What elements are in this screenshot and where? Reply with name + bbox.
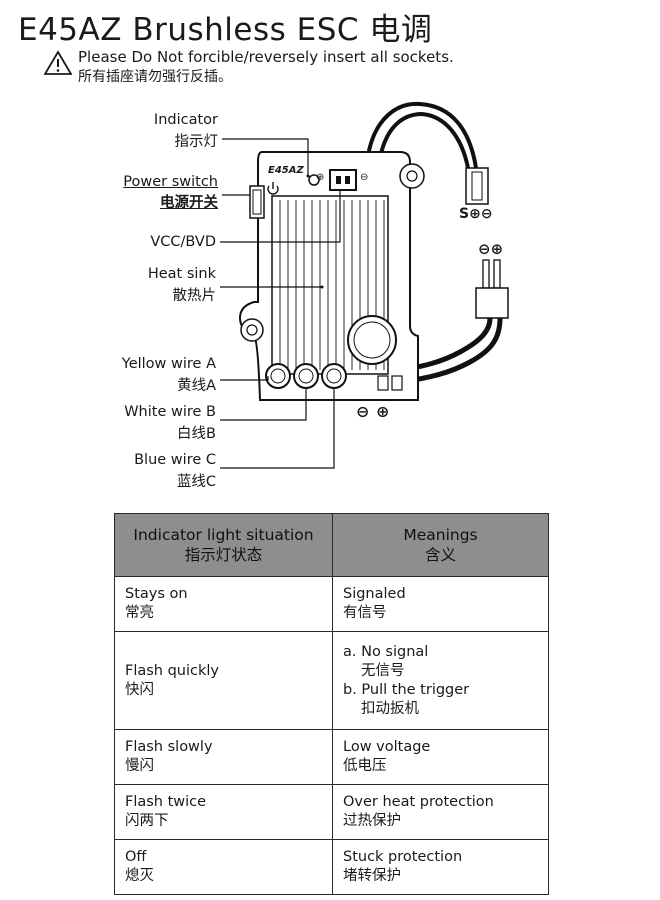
esc-diagram [220, 101, 509, 469]
page-title: E45AZ Brushless ESC 电调 [18, 12, 433, 48]
heat-sink-label-en: Heat sink [147, 266, 216, 282]
indicator-led [308, 174, 320, 186]
indicator-label-en: Indicator [153, 112, 218, 128]
state-cell: Stays on 常亮 [114, 576, 333, 632]
state-cell: Flash twice 闪两下 [114, 784, 333, 840]
motor-sockets [265, 363, 347, 389]
leader-lines [220, 138, 341, 469]
warning-text-en: Please Do Not forcible/reversely insert … [78, 48, 454, 66]
table-header-meaning: Meanings 含义 [332, 513, 549, 577]
state-cell: Flash slowly 慢闪 [114, 729, 333, 785]
board-minus-symbol: ⊖ [360, 172, 369, 183]
blue-wire-label-en: Blue wire C [134, 452, 216, 468]
meaning-cell: a. No signal 无信号 b. Pull the trigger 扣动扳… [332, 631, 549, 730]
blue-wire-label-zh: 蓝线C [176, 474, 216, 490]
table-row: Flash slowly 慢闪 Low voltage 低电压 [114, 729, 549, 785]
state-cell: Off 熄灭 [114, 839, 333, 895]
table-header-row: Indicator light situation 指示灯状态 Meanings… [114, 513, 549, 577]
table-row: Flash twice 闪两下 Over heat protection 过热保… [114, 784, 549, 840]
signal-cable [366, 101, 478, 170]
table-row: Off 熄灭 Stuck protection 堵转保护 [114, 839, 549, 895]
signal-connector [465, 167, 489, 205]
yellow-wire-label-en: Yellow wire A [121, 356, 216, 372]
board-plus-symbol: ⊕ [316, 172, 325, 183]
meaning-cell: Stuck protection 堵转保护 [332, 839, 549, 895]
indicator-table: Indicator light situation 指示灯状态 Meanings… [114, 513, 549, 895]
meaning-cell: Signaled 有信号 [332, 576, 549, 632]
heat-sink-label-zh: 散热片 [172, 288, 217, 304]
yellow-wire-label-zh: 黄线A [177, 378, 216, 394]
table-header-state: Indicator light situation 指示灯状态 [114, 513, 333, 577]
battery-minus-symbol: ⊖ [356, 402, 370, 421]
board-label: E45AZ [268, 165, 304, 176]
state-cell: Flash quickly 快闪 [114, 631, 333, 730]
warning-triangle-icon [44, 50, 72, 75]
power-switch-label-en: Power switch [123, 174, 218, 190]
meaning-cell: Low voltage 低电压 [332, 729, 549, 785]
power-switch-label-zh: 电源开关 [160, 195, 218, 211]
vcc-socket [329, 169, 357, 191]
white-wire-label-zh: 白线B [177, 426, 216, 442]
battery-plus-symbol: ⊕ [376, 402, 390, 421]
power-symbol-icon [267, 182, 279, 195]
table-row: Stays on 常亮 Signaled 有信号 [114, 576, 549, 632]
vcc-label: VCC/BVD [150, 234, 216, 250]
warning-text-zh: 所有插座请勿强行反插。 [78, 69, 232, 85]
indicator-label-zh: 指示灯 [174, 134, 219, 150]
battery-symbols: ⊖⊕ [478, 240, 504, 258]
esc-board [238, 151, 425, 401]
connector-symbols: S⊕⊖ [459, 206, 493, 222]
battery-connector [475, 259, 509, 319]
table-row: Flash quickly 快闪 a. No signal 无信号 b. Pul… [114, 631, 549, 730]
white-wire-label-en: White wire B [124, 404, 216, 420]
meaning-cell: Over heat protection 过热保护 [332, 784, 549, 840]
